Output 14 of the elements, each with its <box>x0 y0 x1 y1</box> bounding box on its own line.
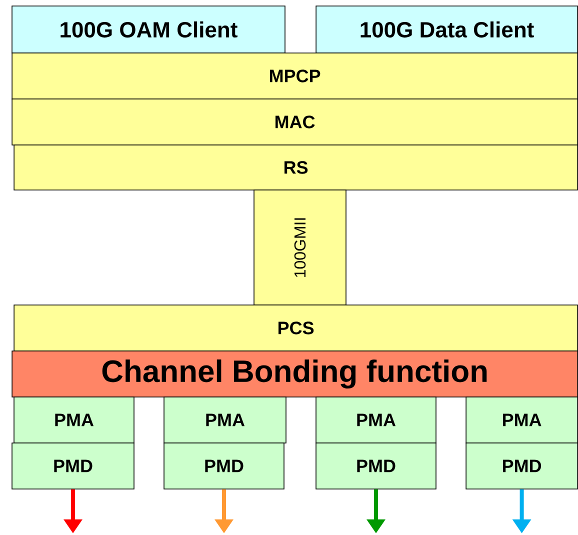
sublayer-box: PMD <box>466 442 578 490</box>
client-box: 100G OAM Client <box>12 6 286 54</box>
sublayer-box: PMD <box>316 442 436 490</box>
sublayer-box: PMD <box>12 442 134 490</box>
sublayer-box: PMA <box>466 396 578 444</box>
sublayer-box: PMA <box>316 396 436 444</box>
layer-box: MAC <box>12 98 578 146</box>
client-box: 100G Data Client <box>316 6 578 54</box>
sublayer-box: PMA <box>14 396 134 444</box>
sublayer-box: PMA <box>164 396 286 444</box>
function-box: Channel Bonding function <box>12 350 578 398</box>
sublayer-box: PMD <box>164 442 284 490</box>
layer-box: MPCP <box>12 52 578 100</box>
interface-box: 100GMII <box>254 190 346 306</box>
